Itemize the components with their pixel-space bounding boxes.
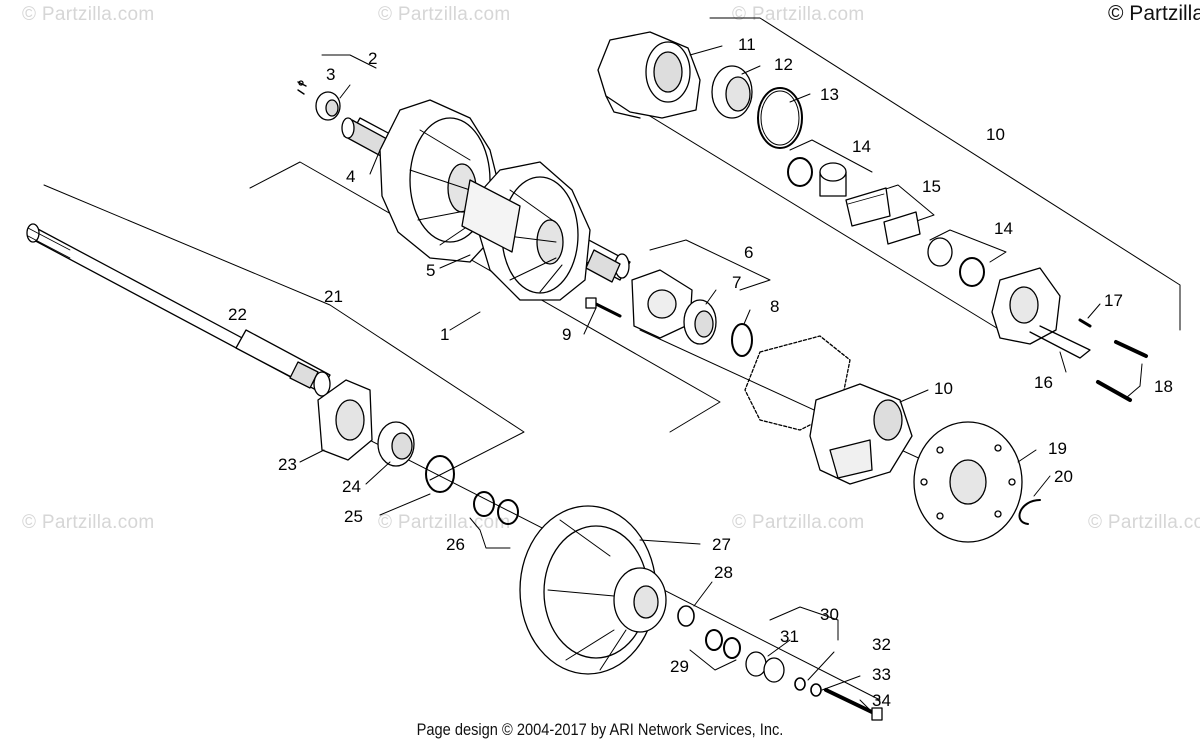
callout-11: 11 [738, 35, 756, 54]
brake-disc-19 [913, 421, 1023, 543]
washers-29 [705, 629, 741, 659]
washers-32-33 [794, 677, 822, 697]
callout-18: 18 [1154, 377, 1173, 396]
drive-shaft [26, 223, 331, 397]
callout-2: 2 [368, 49, 377, 68]
watermark: © Partzilla.com [378, 512, 511, 533]
callout-14-bottom: 14 [994, 219, 1013, 238]
driven-clutch-27 [519, 505, 667, 675]
bearing-12 [711, 65, 753, 119]
callout-26: 26 [446, 535, 465, 554]
callout-14-top: 14 [852, 137, 871, 156]
footer-credit: Page design © 2004-2017 by ARI Network S… [416, 720, 784, 739]
callout-10-mid: 10 [934, 379, 953, 398]
callout-24: 24 [342, 477, 361, 496]
snap-ring-20 [1018, 499, 1041, 525]
flange-23 [317, 379, 373, 461]
callout-5: 5 [426, 261, 435, 280]
callout-22: 22 [228, 305, 247, 324]
callout-17: 17 [1104, 291, 1123, 310]
callout-19: 19 [1048, 439, 1067, 458]
copyright-label: © Partzilla [1108, 2, 1200, 25]
callout-29: 29 [670, 657, 689, 676]
callout-25: 25 [344, 507, 363, 526]
callout-34: 34 [872, 691, 891, 710]
bolt-34 [824, 688, 883, 721]
seal-and-pin [297, 80, 341, 121]
caliper-10 [809, 383, 913, 485]
callout-33: 33 [872, 665, 891, 684]
watermark: © Partzilla.com [1088, 512, 1200, 533]
watermark: © Partzilla.com [732, 512, 865, 533]
bolts-18 [1096, 340, 1148, 402]
bearing-housing [597, 31, 701, 119]
callout-8: 8 [770, 297, 779, 316]
callout-labels: 2 3 4 5 1 6 7 8 9 10 10 11 12 13 14 14 1… [228, 35, 1173, 710]
callout-31: 31 [780, 627, 799, 646]
callout-20: 20 [1054, 467, 1073, 486]
ring-28 [677, 605, 695, 627]
callout-9: 9 [562, 325, 571, 344]
ring-26 [473, 491, 519, 525]
callout-12: 12 [774, 55, 793, 74]
brake-pads-15 [845, 187, 921, 245]
callout-3: 3 [326, 65, 335, 84]
pin-17 [1078, 318, 1092, 328]
callout-15: 15 [922, 177, 941, 196]
watermark: © Partzilla.com [22, 512, 155, 533]
watermark: © Partzilla.com [732, 4, 865, 25]
watermark: © Partzilla.com [378, 4, 511, 25]
callout-16: 16 [1034, 373, 1053, 392]
caliper-half [991, 267, 1061, 345]
bearing-24 [377, 421, 415, 467]
callout-27: 27 [712, 535, 731, 554]
callout-28: 28 [714, 563, 733, 582]
callout-30: 30 [820, 605, 839, 624]
seal-7 [683, 299, 717, 345]
o-ring-13 [757, 87, 803, 149]
bushing-14b [927, 237, 985, 287]
bushing-14 [787, 157, 847, 197]
callout-32: 32 [872, 635, 891, 654]
ring-25 [425, 455, 455, 493]
spring-16 [1029, 325, 1091, 359]
plate-6 [631, 269, 693, 339]
callout-21: 21 [324, 287, 343, 306]
washer-31 [745, 651, 785, 683]
callout-10-top: 10 [986, 125, 1005, 144]
bolt-9 [585, 297, 622, 318]
callout-1: 1 [440, 325, 449, 344]
bracket-dashed [744, 335, 851, 431]
callout-7: 7 [732, 273, 741, 292]
label-leaders [299, 45, 1143, 713]
ring-8 [731, 323, 753, 357]
callout-4: 4 [346, 167, 355, 186]
watermark: © Partzilla.com [22, 4, 155, 25]
callout-23: 23 [278, 455, 297, 474]
sprocket-assembly [341, 99, 631, 301]
callout-6: 6 [744, 243, 753, 262]
callout-13: 13 [820, 85, 839, 104]
